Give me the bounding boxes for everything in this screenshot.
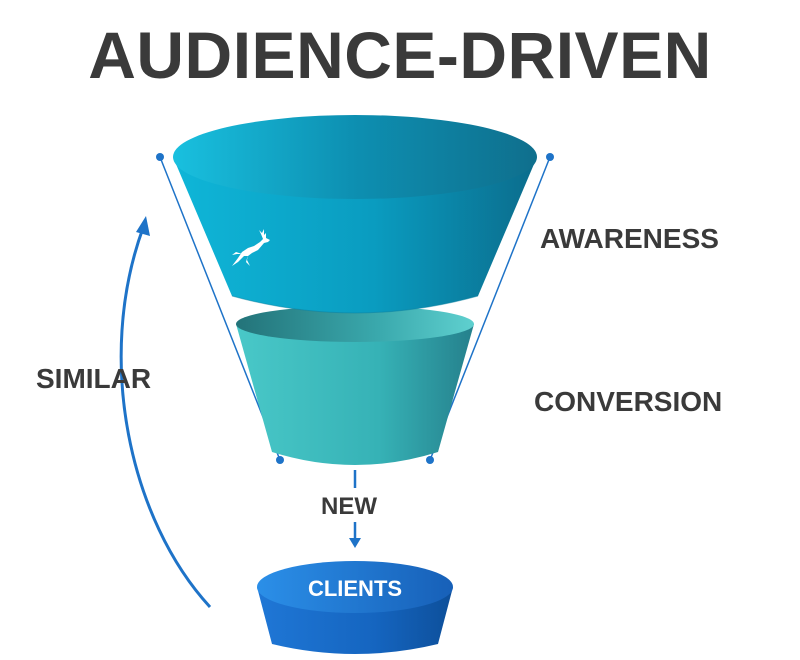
diagram-title: AUDIENCE-DRIVEN <box>88 18 712 92</box>
conversion-label: CONVERSION <box>534 386 723 417</box>
bracket-dot <box>546 153 554 161</box>
leaping-deer-icon <box>232 229 270 266</box>
clients-label: CLIENTS <box>308 576 402 601</box>
awareness-section <box>173 115 537 314</box>
bracket-dot <box>426 456 434 464</box>
bracket-dot <box>156 153 164 161</box>
similar-label: SIMILAR <box>36 363 152 394</box>
conversion-section <box>236 306 474 465</box>
bracket-dot <box>276 456 284 464</box>
new-flow-arrow <box>349 470 361 548</box>
awareness-label: AWARENESS <box>540 223 719 254</box>
funnel-bracket-left <box>156 153 284 464</box>
clients-bowl: CLIENTS <box>257 561 453 654</box>
new-label: NEW <box>321 493 377 520</box>
funnel-bracket-right <box>426 153 554 464</box>
similar-loop-arrow <box>119 216 212 609</box>
